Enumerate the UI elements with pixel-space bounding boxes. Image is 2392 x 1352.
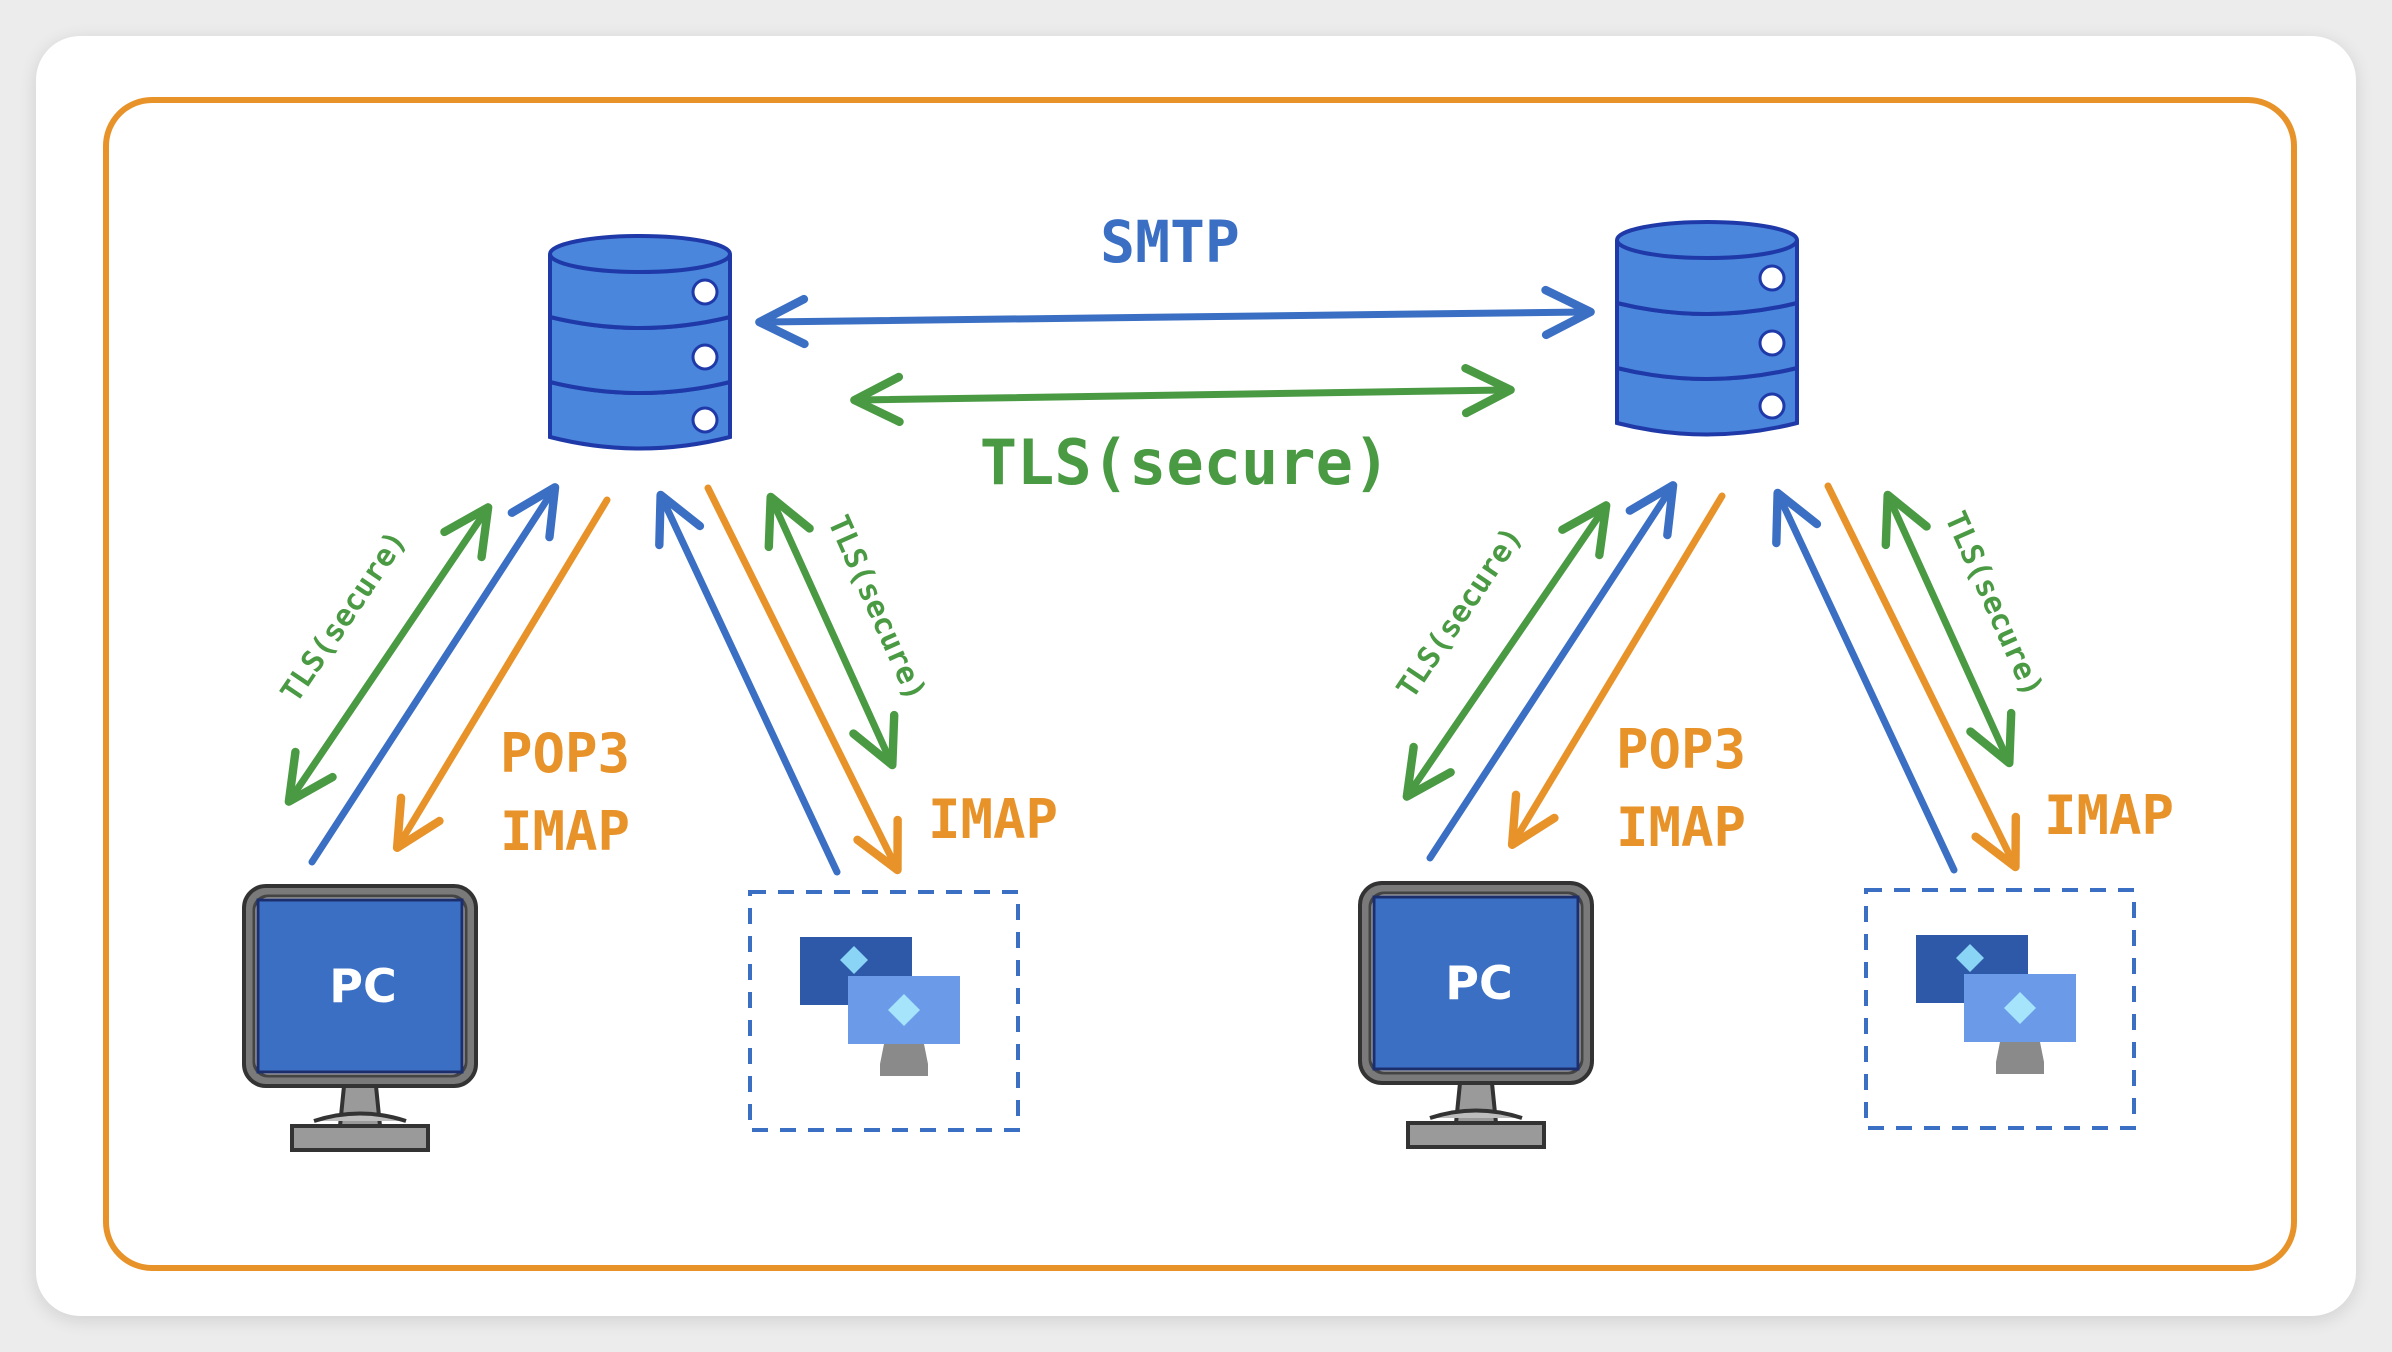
right-pc-send-arrow bbox=[1426, 481, 1678, 862]
left-pc-send-arrow bbox=[308, 483, 560, 866]
tls-main-arrow bbox=[850, 364, 1515, 426]
right-server-icon bbox=[1615, 220, 1799, 437]
right-pc-receive-arrow bbox=[1507, 492, 1726, 849]
left-pc-receive-arrow bbox=[392, 496, 611, 852]
right-pop3-label: POP3 bbox=[1616, 718, 1746, 781]
left-tls-vm-arrow bbox=[764, 492, 899, 770]
right-imap-pc-label: IMAP bbox=[1616, 796, 1746, 859]
left-vm-icon bbox=[748, 890, 1020, 1132]
left-server-icon bbox=[548, 234, 732, 451]
left-tls-pc-label: TLS(secure) bbox=[274, 525, 414, 709]
outer-frame bbox=[103, 97, 2297, 1271]
left-tls-vm-label: TLS(secure) bbox=[820, 510, 933, 706]
left-pc-label: PC bbox=[329, 959, 396, 1013]
smtp-label: SMTP bbox=[1100, 208, 1240, 276]
right-tls-pc-arrow bbox=[1402, 501, 1611, 801]
left-vm-send-arrow bbox=[655, 490, 841, 876]
right-tls-vm-label: TLS(secure) bbox=[1937, 506, 2050, 702]
right-tls-vm-arrow bbox=[1881, 490, 2016, 768]
tls-main-label: TLS(secure) bbox=[980, 426, 1391, 499]
smtp-arrow bbox=[755, 285, 1595, 349]
right-vm-send-arrow bbox=[1772, 488, 1958, 874]
right-vm-icon bbox=[1864, 888, 2136, 1130]
left-pc-icon bbox=[242, 884, 478, 1152]
right-pc-label: PC bbox=[1445, 956, 1512, 1010]
right-tls-pc-label: TLS(secure) bbox=[1390, 521, 1530, 705]
left-imap-vm-label: IMAP bbox=[928, 788, 1058, 851]
left-pop3-label: POP3 bbox=[500, 722, 630, 785]
left-imap-pc-label: IMAP bbox=[500, 800, 630, 863]
left-tls-pc-arrow bbox=[284, 503, 493, 806]
right-imap-vm-label: IMAP bbox=[2044, 784, 2174, 847]
right-pc-icon bbox=[1358, 881, 1594, 1149]
